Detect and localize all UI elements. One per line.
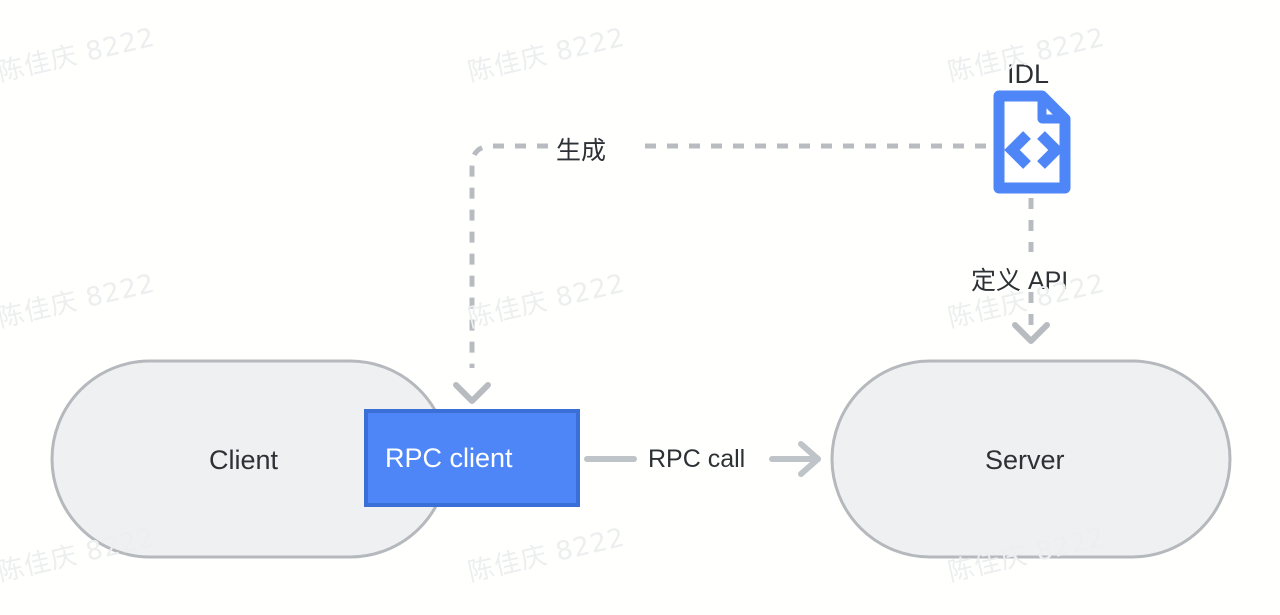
node-rpc-client-label: RPC client [385,443,513,473]
edge-define-api-label: 定义 API [971,267,1069,295]
idl-document-code-icon[interactable] [993,90,1071,194]
edge-generate-segment-left [469,143,548,368]
node-rpc-client-shape[interactable] [364,409,580,507]
idl-icon-chevron-left [1004,131,1031,169]
node-client-label: Client [209,445,279,475]
edge-generate-arrowhead [453,382,491,404]
edge-define-api [1012,198,1050,344]
idl-icon-chevron-right [1037,131,1064,169]
edge-define-api-arrowhead [1012,322,1050,344]
node-server-shape[interactable] [830,359,1232,559]
node-idl-label: IDL [1007,59,1050,89]
edge-rpc-call-arrowhead [798,441,821,477]
edge-generate-label: 生成 [556,137,607,165]
edge-rpc-call [584,441,821,477]
edge-generate [453,143,986,404]
idl-icon-corner-fold [1037,91,1070,124]
node-server-label: Server [985,445,1065,475]
edge-rpc-call-label: RPC call [648,445,746,473]
